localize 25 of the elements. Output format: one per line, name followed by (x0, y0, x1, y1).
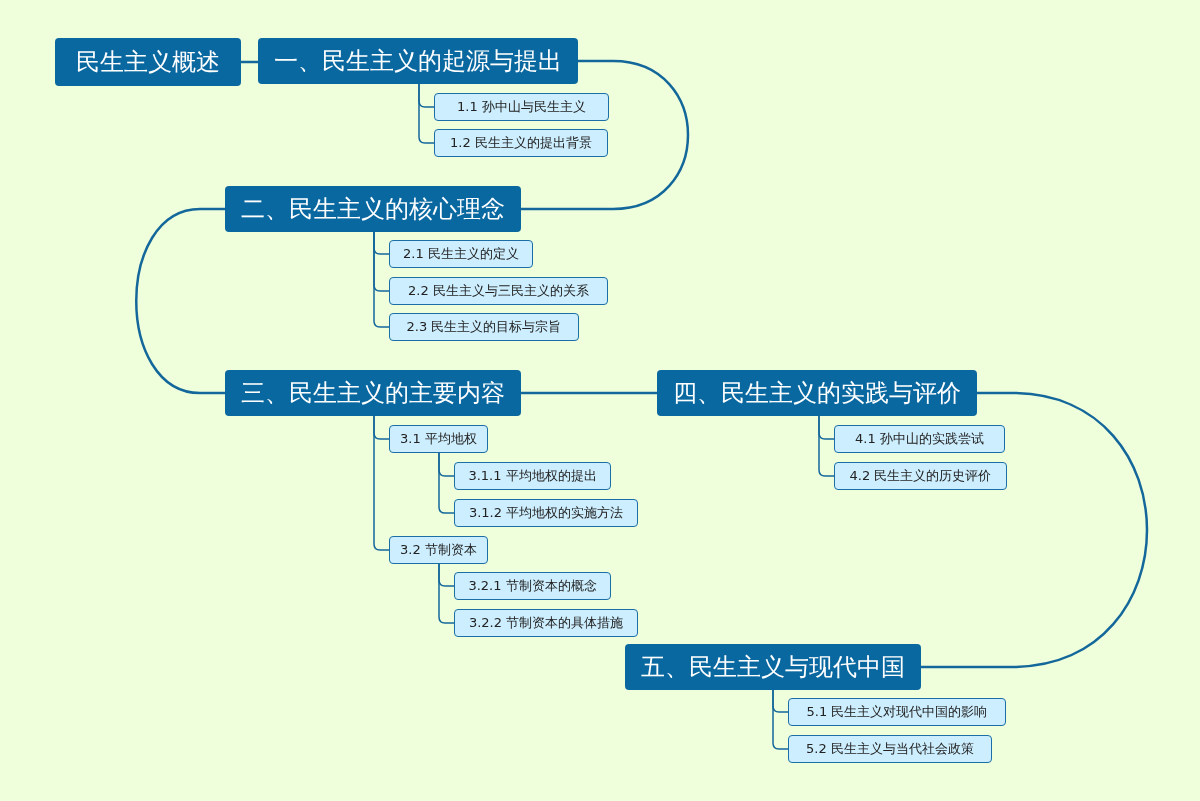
subtopic-box: 2.2 民生主义与三民主义的关系 (389, 277, 608, 305)
subtopic-box: 4.2 民生主义的历史评价 (834, 462, 1007, 490)
subtopic-box: 3.1.1 平均地权的提出 (454, 462, 611, 490)
connector-line (135, 207, 225, 395)
topic-box: 一、民生主义的起源与提出 (258, 38, 578, 84)
subtopic-box: 3.2.1 节制资本的概念 (454, 572, 611, 600)
subtopic-box: 2.1 民生主义的定义 (389, 240, 533, 268)
subtopic-box: 3.2.2 节制资本的具体措施 (454, 609, 638, 637)
subtopic-box: 3.2 节制资本 (389, 536, 488, 564)
subtopic-box: 5.1 民生主义对现代中国的影响 (788, 698, 1006, 726)
subtopic-box: 3.1.2 平均地权的实施方法 (454, 499, 638, 527)
subtopic-box: 2.3 民生主义的目标与宗旨 (389, 313, 579, 341)
subtopic-box: 1.1 孙中山与民生主义 (434, 93, 609, 121)
connector-line (921, 391, 1149, 669)
connector-line (521, 59, 690, 211)
topic-box: 二、民生主义的核心理念 (225, 186, 521, 232)
topic-box: 三、民生主义的主要内容 (225, 370, 521, 416)
topic-box: 民生主义概述 (55, 38, 241, 86)
subtopic-box: 4.1 孙中山的实践尝试 (834, 425, 1005, 453)
subtopic-box: 1.2 民生主义的提出背景 (434, 129, 608, 157)
subtopic-box: 5.2 民生主义与当代社会政策 (788, 735, 992, 763)
topic-box: 四、民生主义的实践与评价 (657, 370, 977, 416)
subtopic-box: 3.1 平均地权 (389, 425, 488, 453)
topic-box: 五、民生主义与现代中国 (625, 644, 921, 690)
connector-line (521, 391, 657, 395)
